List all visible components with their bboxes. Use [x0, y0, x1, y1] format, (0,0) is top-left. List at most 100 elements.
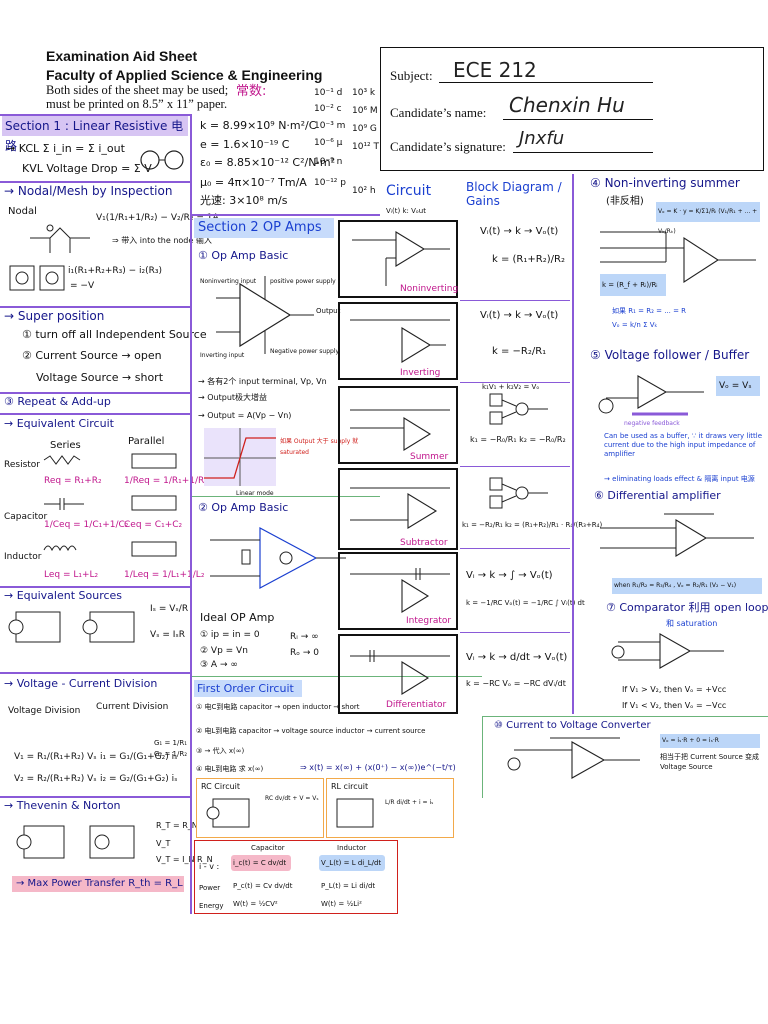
- rc-schematic: [206, 798, 250, 828]
- name-value[interactable]: Chenxin Hu: [509, 93, 625, 117]
- rc-eq: RC dv/dt + V = Vₛ: [265, 795, 319, 802]
- summer-eq-box: Vₒ = K · y = K/Σ1/Rᵢ (V₁/R₁ + ... + Vₖ/R…: [656, 202, 760, 235]
- section2-title: Section 2 OP Amps: [194, 218, 334, 238]
- ideal-cond1: ① ip = in = 0: [200, 630, 260, 640]
- table-energy-label: Energy: [199, 902, 224, 910]
- prefix-left-4: 10⁻⁹ n: [314, 157, 343, 167]
- follower-title: ⑤ Voltage follower / Buffer: [590, 348, 750, 362]
- prefix-left-1: 10⁻² c: [314, 104, 342, 114]
- nodal-label: Nodal: [8, 206, 37, 217]
- sat-note: 如果 Output 大于 supply 就 saturated: [280, 438, 359, 456]
- equiv-series: Series: [50, 440, 81, 451]
- opamp-bullet1: → 各有2个 input terminal, Vp, Vn: [198, 377, 327, 386]
- noninv-summer-title: ④ Non-inverting summer: [590, 176, 740, 190]
- divider-nodal: [0, 181, 190, 183]
- subtractor-schematic: [350, 487, 450, 529]
- kcl-line: → KCL Σ i_in = Σ i_out: [6, 142, 125, 155]
- leq-series: Leq = L₁+L₂: [44, 570, 99, 580]
- neg-supply-label: Negative power supply: [270, 348, 340, 355]
- v2-eq: V₂ = R₂/(R₁+R₂) Vₛ: [14, 774, 97, 784]
- circuit-inverting: Inverting: [338, 302, 458, 380]
- const-k: k = 8.99×10⁹ N·m²/C: [200, 119, 317, 132]
- ceq-parallel: Ceq = C₁+C₂: [124, 520, 183, 530]
- summer-block-diagram: [489, 393, 548, 425]
- fo-line4: ④ 电L到电路 求 x(∞): [196, 765, 264, 773]
- superposition-title: → Super position: [4, 309, 105, 323]
- bd-diff: Vᵢ → k → d/dt → Vₒ(t): [466, 652, 568, 663]
- kvl-sources-icon: [140, 150, 184, 170]
- equiv-capacitor: Capacitor: [4, 512, 48, 522]
- signature-value[interactable]: Jnxfu: [519, 128, 565, 149]
- ri-note: Rᵢ → ∞: [290, 632, 319, 642]
- const-e: e = 1.6×10⁻¹⁹ C: [200, 138, 290, 151]
- ctv-title: ⑩ Current to Voltage Converter: [494, 720, 651, 731]
- nodal-eq: V₁(1/R₁+1/R₂) − V₂/R₂ = 1A: [96, 213, 219, 223]
- equiv-parallel: Parallel: [128, 436, 165, 447]
- bd-noninv: Vᵢ(t) → k → Vₒ(t): [480, 226, 559, 237]
- prefix-left-5: 10⁻¹² p: [314, 178, 346, 188]
- mesh-circuit: [9, 265, 65, 291]
- subject-value[interactable]: ECE 212: [453, 58, 537, 82]
- thevenin-title: → Thevenin & Norton: [4, 799, 121, 812]
- const-c: 光速: 3×10⁸ m/s: [200, 194, 288, 207]
- opamp-basic2-frame: [192, 496, 380, 674]
- noninv-summer-cn: (非反相): [606, 196, 644, 207]
- table-energy-ind: W(t) = ½Li²: [321, 900, 362, 908]
- bd-inv: Vᵢ(t) → k → Vₒ(t): [480, 310, 559, 321]
- circ-sep-5: [460, 632, 570, 633]
- circuit-integrator: Integrator: [338, 552, 458, 630]
- opamp-basic-diagram: [216, 276, 314, 354]
- inv-input-label: Inverting input: [200, 352, 245, 359]
- divider-repeat: [0, 392, 190, 394]
- const-eps: ε₀ = 8.85×10⁻¹² C²/N·m²: [200, 156, 336, 169]
- faculty-title: Faculty of Applied Science & Engineering: [46, 67, 323, 83]
- table-power-ind: P_L(t) = Li di/dt: [321, 882, 376, 890]
- integrator-schematic: [350, 568, 450, 613]
- circ-sep-4: [460, 548, 570, 549]
- fo-line1: ① 电C到电路 capacitor → open inductor → shor…: [196, 703, 360, 711]
- fo-formula: ⇒ x(t) = x(∞) + (x(0⁺) − x(∞))e^(−t/τ): [300, 763, 456, 772]
- noninverting-label: Noninverting: [400, 284, 459, 294]
- follower-note: Can be used as a buffer, ∵ it draws very…: [604, 432, 763, 458]
- cdiv-label: Current Division: [96, 702, 169, 712]
- candidate-box: Subject: ECE 212 Candidate’s name: Chenx…: [380, 47, 764, 171]
- neg-feedback-label: negative feedback: [624, 420, 680, 427]
- equiv-sources-title: → Equivalent Sources: [4, 589, 123, 602]
- prefix-right-2: 10⁹ G: [352, 124, 377, 134]
- summer-label: Summer: [410, 452, 449, 462]
- saturation-curve: [204, 428, 276, 486]
- inverting-label: Inverting: [400, 368, 441, 378]
- g-note: G₁ = 1/R₁ G₂ = 1/R₂: [154, 739, 188, 758]
- prefix-right-0: 10³ k: [352, 88, 376, 98]
- opamp-bullet3: → Output = A(Vp − Vn): [198, 411, 292, 420]
- i1-eq: i₁ = G₁/(G₁+G₂) iₛ: [100, 752, 178, 762]
- subtractor-label: Subtractor: [400, 538, 448, 548]
- subject-line: [439, 82, 653, 83]
- comp-title: ⑦ Comparator 利用 open loop gain: [606, 601, 768, 614]
- signature-line: [513, 152, 653, 153]
- circ-sep-3: [460, 466, 570, 467]
- circ-col-border: [572, 174, 574, 714]
- linear-mode-label: Linear mode: [236, 490, 274, 497]
- bd-int: Vᵢ → k → ∫ → Vₒ(t): [466, 570, 553, 581]
- nodal-title: → Nodal/Mesh by Inspection: [4, 184, 173, 198]
- i2-eq: i₂ = G₂/(G₁+G₂) iₛ: [100, 774, 178, 784]
- diff-title: ⑥ Differential amplifier: [594, 489, 721, 502]
- summer-note: 如果 R₁ = R₂ = ... = R: [612, 307, 687, 315]
- vt-label: V_T: [156, 839, 171, 848]
- first-order-frame: [192, 676, 482, 920]
- diff-amp-diagram: [600, 513, 754, 557]
- integrator-label: Integrator: [406, 616, 452, 626]
- prefix-left-0: 10⁻¹ d: [314, 88, 343, 98]
- differentiator-label: Differentiator: [386, 700, 447, 710]
- const-mu: μ₀ = 4π×10⁻⁷ Tm/A: [200, 176, 307, 189]
- name-label: Candidate’s name:: [390, 105, 487, 120]
- equiv-circuit-symbols: [43, 453, 177, 557]
- circuit-summer: Summer: [338, 386, 458, 464]
- summer-schematic: [350, 409, 450, 451]
- comparator-diagram: [611, 633, 724, 669]
- ideal-cond3: ③ A → ∞: [200, 660, 238, 670]
- constants-title: 常数:: [236, 84, 267, 99]
- diff-eq: when R₁/R₂ = R₃/R₄ , Vₒ = R₂/R₁ (V₂ − V₁…: [612, 578, 762, 594]
- note-line-2: must be printed on 8.5” x 11” paper.: [46, 97, 228, 111]
